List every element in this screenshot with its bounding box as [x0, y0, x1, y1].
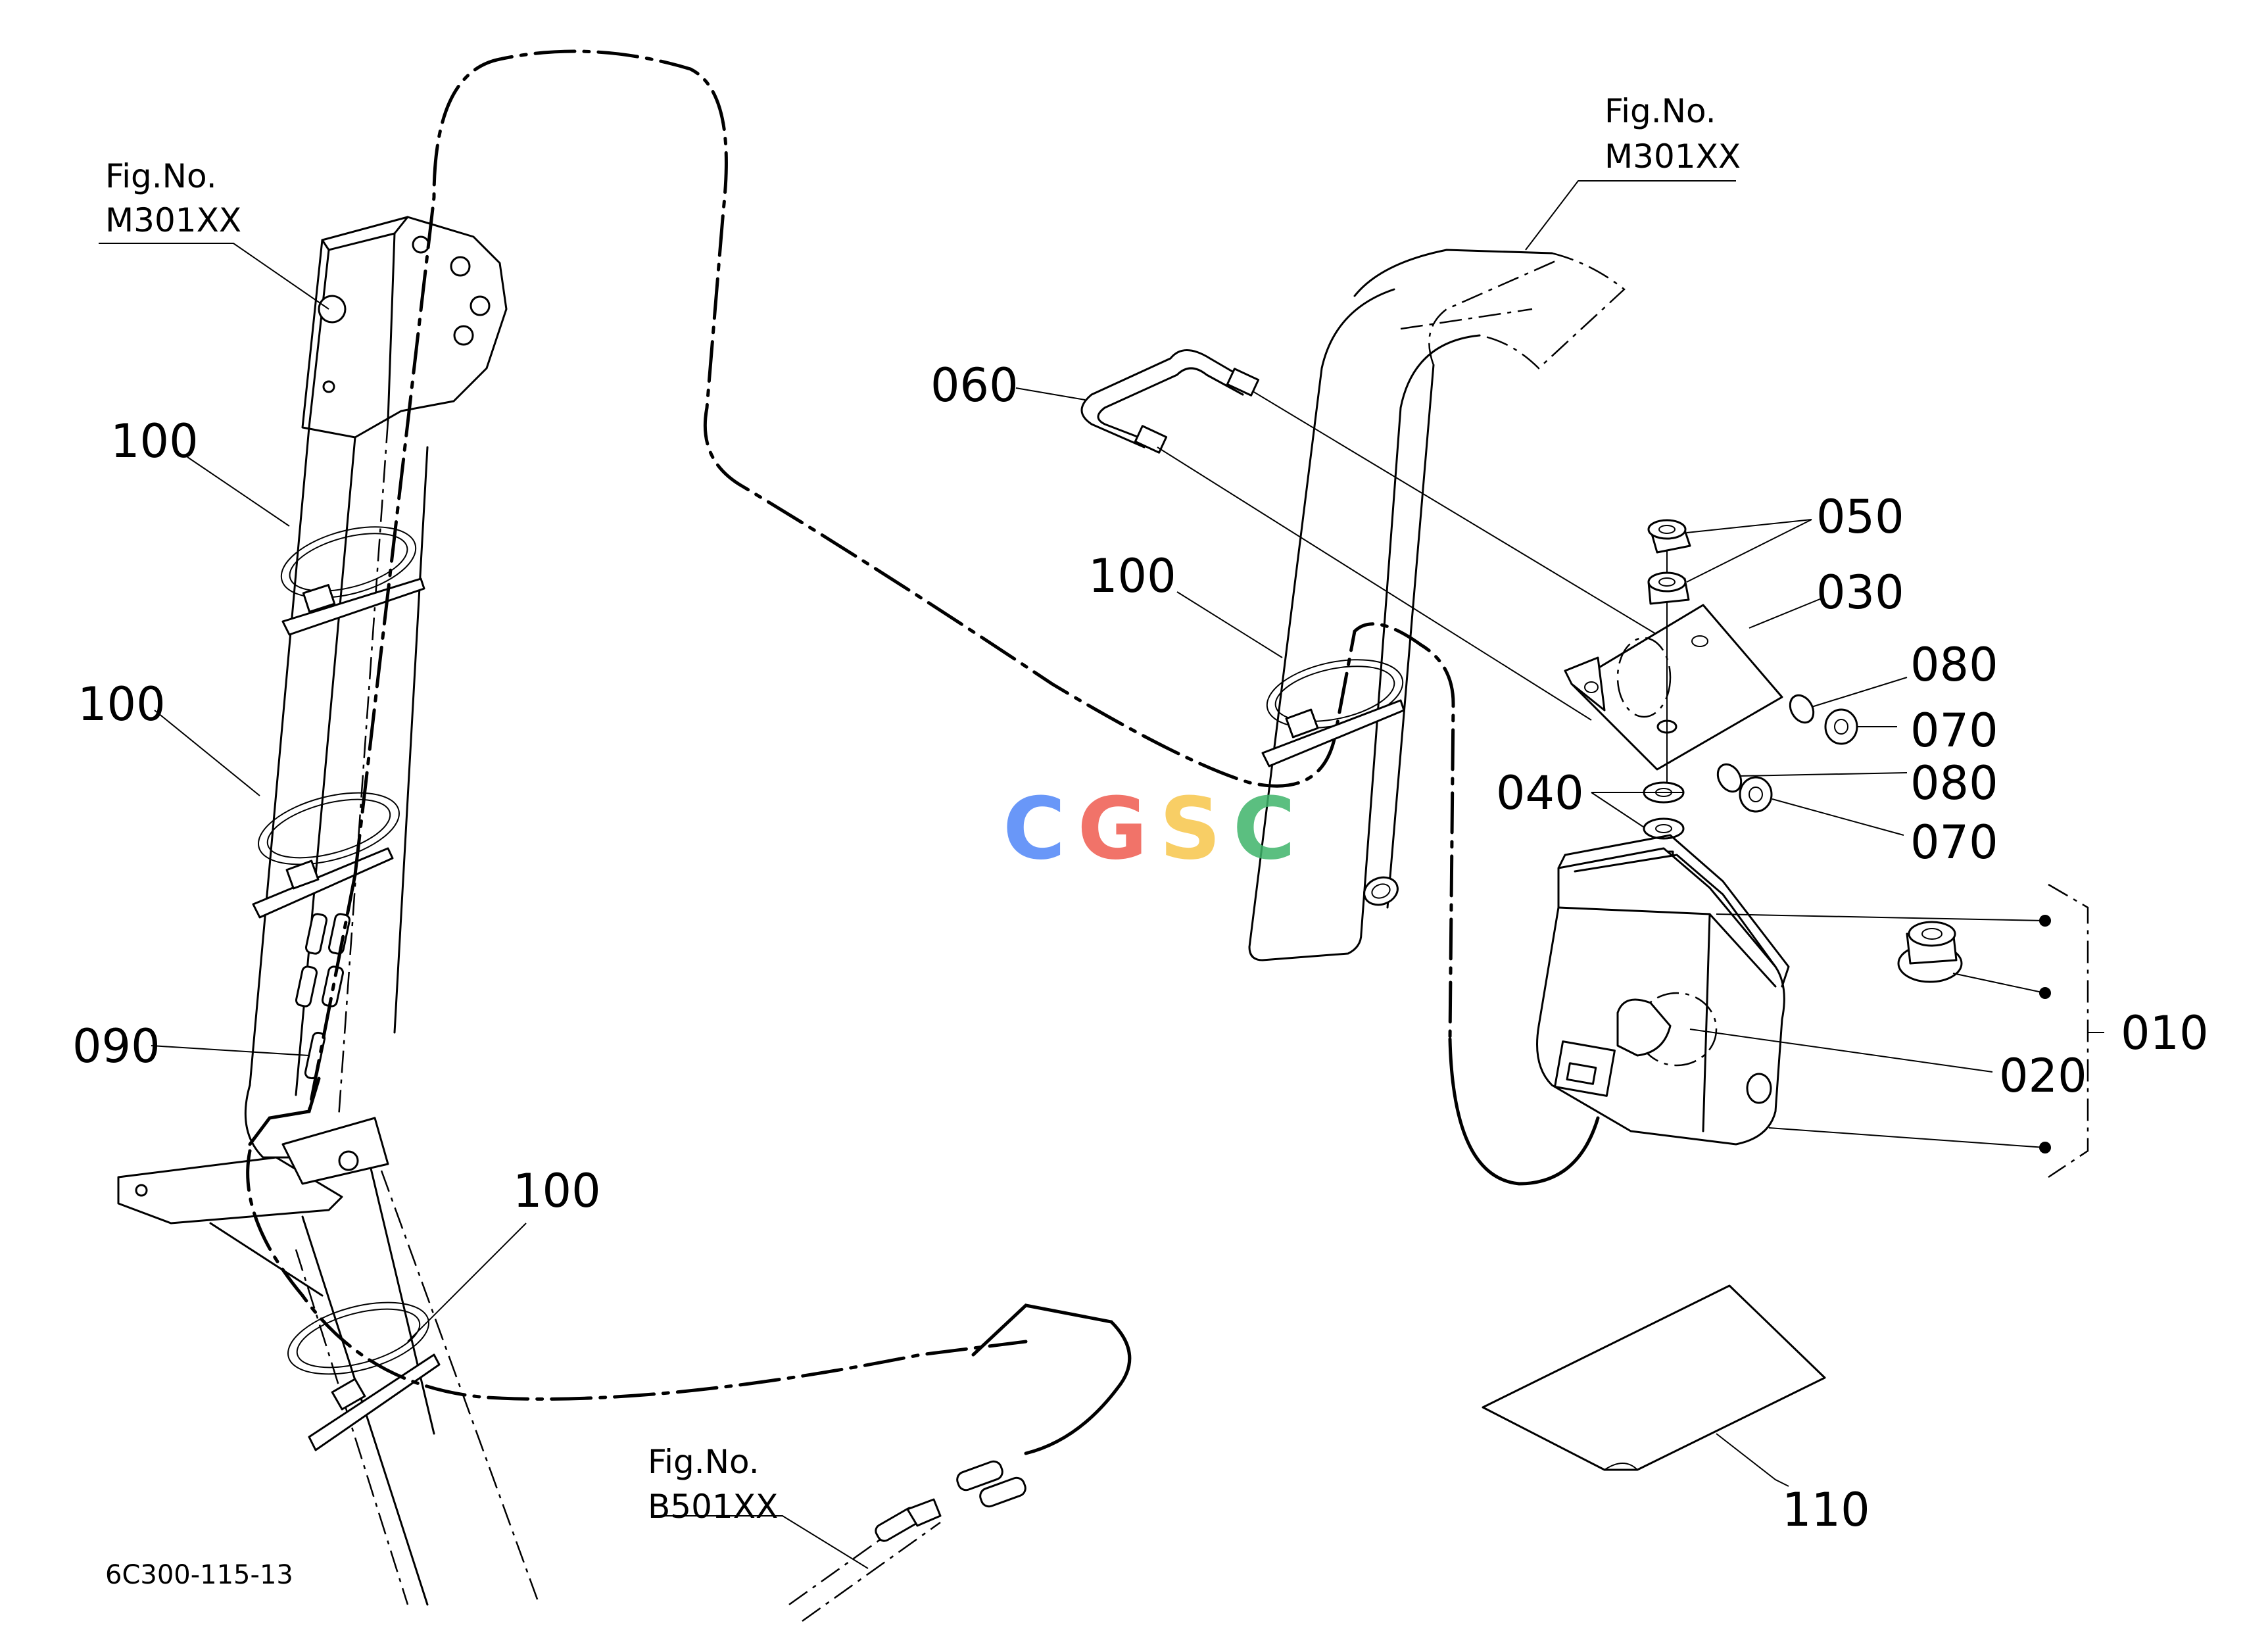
- fig-ref-caption: Fig.No.: [1604, 92, 1716, 130]
- flange-nut: [1897, 921, 1963, 983]
- mount-bracket: [117, 1156, 343, 1225]
- fig-ref-number: B501XX: [648, 1488, 778, 1526]
- callout-040: 040: [1496, 766, 1584, 820]
- group-bracket: [2039, 883, 2104, 1178]
- callout-100-c: 100: [513, 1164, 601, 1218]
- work-lamp: [1536, 834, 1790, 1146]
- nut-050-upper: [1647, 519, 1691, 554]
- fig-ref-number: M301XX: [105, 201, 241, 239]
- mounting-plate: [1564, 526, 1783, 796]
- u-bolt: [1080, 349, 1658, 721]
- callout-050: 050: [1816, 490, 1904, 544]
- callout-080-b: 080: [1910, 756, 1998, 810]
- callout-110: 110: [1782, 1483, 1870, 1537]
- fig-ref-upper-right: Fig.No. M301XX: [1604, 92, 1741, 176]
- cable-tie-lower: [287, 1301, 441, 1451]
- washer-040-lower: [1643, 817, 1685, 840]
- callout-080-a: 080: [1910, 638, 1998, 692]
- fig-ref-caption: Fig.No.: [105, 157, 217, 195]
- cable-tie-middle: [252, 792, 400, 919]
- bolt-head: [318, 295, 347, 324]
- decal-sheet: [1482, 1284, 1826, 1471]
- fig-ref-number: M301XX: [1604, 137, 1741, 176]
- leader-lines: [99, 180, 2046, 1569]
- callout-100-d: 100: [1088, 549, 1176, 603]
- fig-ref-upper-left: Fig.No. M301XX: [105, 157, 241, 239]
- cable-tie-right: [1261, 659, 1405, 767]
- nut-070-lower: [1739, 776, 1773, 813]
- harness-connectors: [248, 913, 351, 1146]
- callout-030: 030: [1816, 566, 1904, 619]
- end-connector: [788, 1460, 1026, 1622]
- fig-ref-caption: Fig.No.: [648, 1443, 760, 1481]
- callout-070-a: 070: [1910, 704, 1998, 758]
- callout-010: 010: [2121, 1006, 2209, 1060]
- washer-080-lower: [1716, 763, 1743, 793]
- wiring-harness: [353, 49, 1455, 1041]
- callout-070-b: 070: [1910, 815, 1998, 869]
- drawing-code: 6C300-115-13: [105, 1560, 293, 1590]
- fig-ref-bottom: Fig.No. B501XX: [648, 1443, 778, 1526]
- callout-100-b: 100: [78, 677, 166, 731]
- rops-post-left: [117, 216, 541, 1606]
- rops-post-right: [1248, 249, 1626, 961]
- callout-020: 020: [1999, 1049, 2087, 1103]
- callout-060: 060: [930, 358, 1019, 412]
- nut-050-lower: [1647, 571, 1690, 605]
- callout-100-a: 100: [110, 414, 199, 468]
- washer-080-upper: [1789, 694, 1815, 724]
- nut-070-upper: [1824, 708, 1858, 745]
- callout-090: 090: [72, 1019, 160, 1073]
